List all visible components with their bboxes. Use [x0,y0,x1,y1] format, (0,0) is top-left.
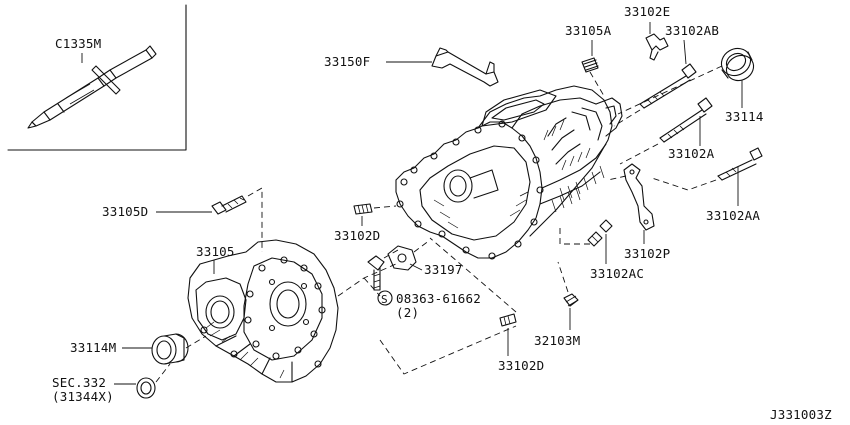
label-33197: 33197 [424,262,463,277]
fitting-33102e [645,33,669,61]
label-s-symbol: S [381,293,388,306]
bolt-33102aa [717,147,763,181]
plug-33105a [581,57,599,73]
label-bolt-qty: (2) [396,305,419,320]
bolt-33102ab [639,63,697,109]
label-sec-ref: (31344X) [52,389,114,404]
label-33102ab: 33102AB [665,23,719,38]
snap-ring-sec332 [136,377,156,399]
main-case-33102m [395,85,623,260]
label-33102p: 33102P [624,246,670,261]
label-33102ac: 33102AC [590,266,644,281]
label-33102d-lower: 33102D [498,358,544,373]
label-bolt-spec: 08363-61662 [396,291,481,306]
label-33105a: 33105A [565,23,612,38]
oil-seal-33114 [720,47,755,82]
dowel-33102d-lower [499,313,517,327]
breather-32103m [563,293,579,307]
bolt-33102ac [587,219,613,247]
bolt-33102a [659,97,713,143]
label-33102e: 33102E [624,4,670,19]
label-33102aa: 33102AA [706,208,760,223]
bracket-33102p [623,163,655,231]
sealant-tube-icon [27,45,157,129]
label-33150f: 33150F [324,54,370,69]
bolt-33105d [211,195,247,215]
gasket-33197 [387,245,417,271]
label-33102d-upper: 33102D [334,228,380,243]
label-33105d: 33105D [102,204,148,219]
sealant-inset-box [7,4,187,151]
bolt-08363-61662 [367,255,385,291]
standard-part-symbol [377,290,393,306]
bracket-33150f [431,47,499,87]
diagram-id: J331003Z [770,407,832,422]
label-33105: 33105 [196,244,235,259]
assembly-guide-line [363,237,517,375]
dowel-33102d-upper [353,203,373,215]
label-33114: 33114 [725,109,764,124]
transfer-housing-33105 [187,239,339,383]
label-33114m: 33114M [70,340,116,355]
label-33102a: 33102A [668,146,715,161]
label-sec332: SEC.332 [52,375,106,390]
oil-seal-33114m [151,333,189,365]
label-c1335m: C1335M [55,36,101,51]
label-32103m: 32103M [534,333,580,348]
